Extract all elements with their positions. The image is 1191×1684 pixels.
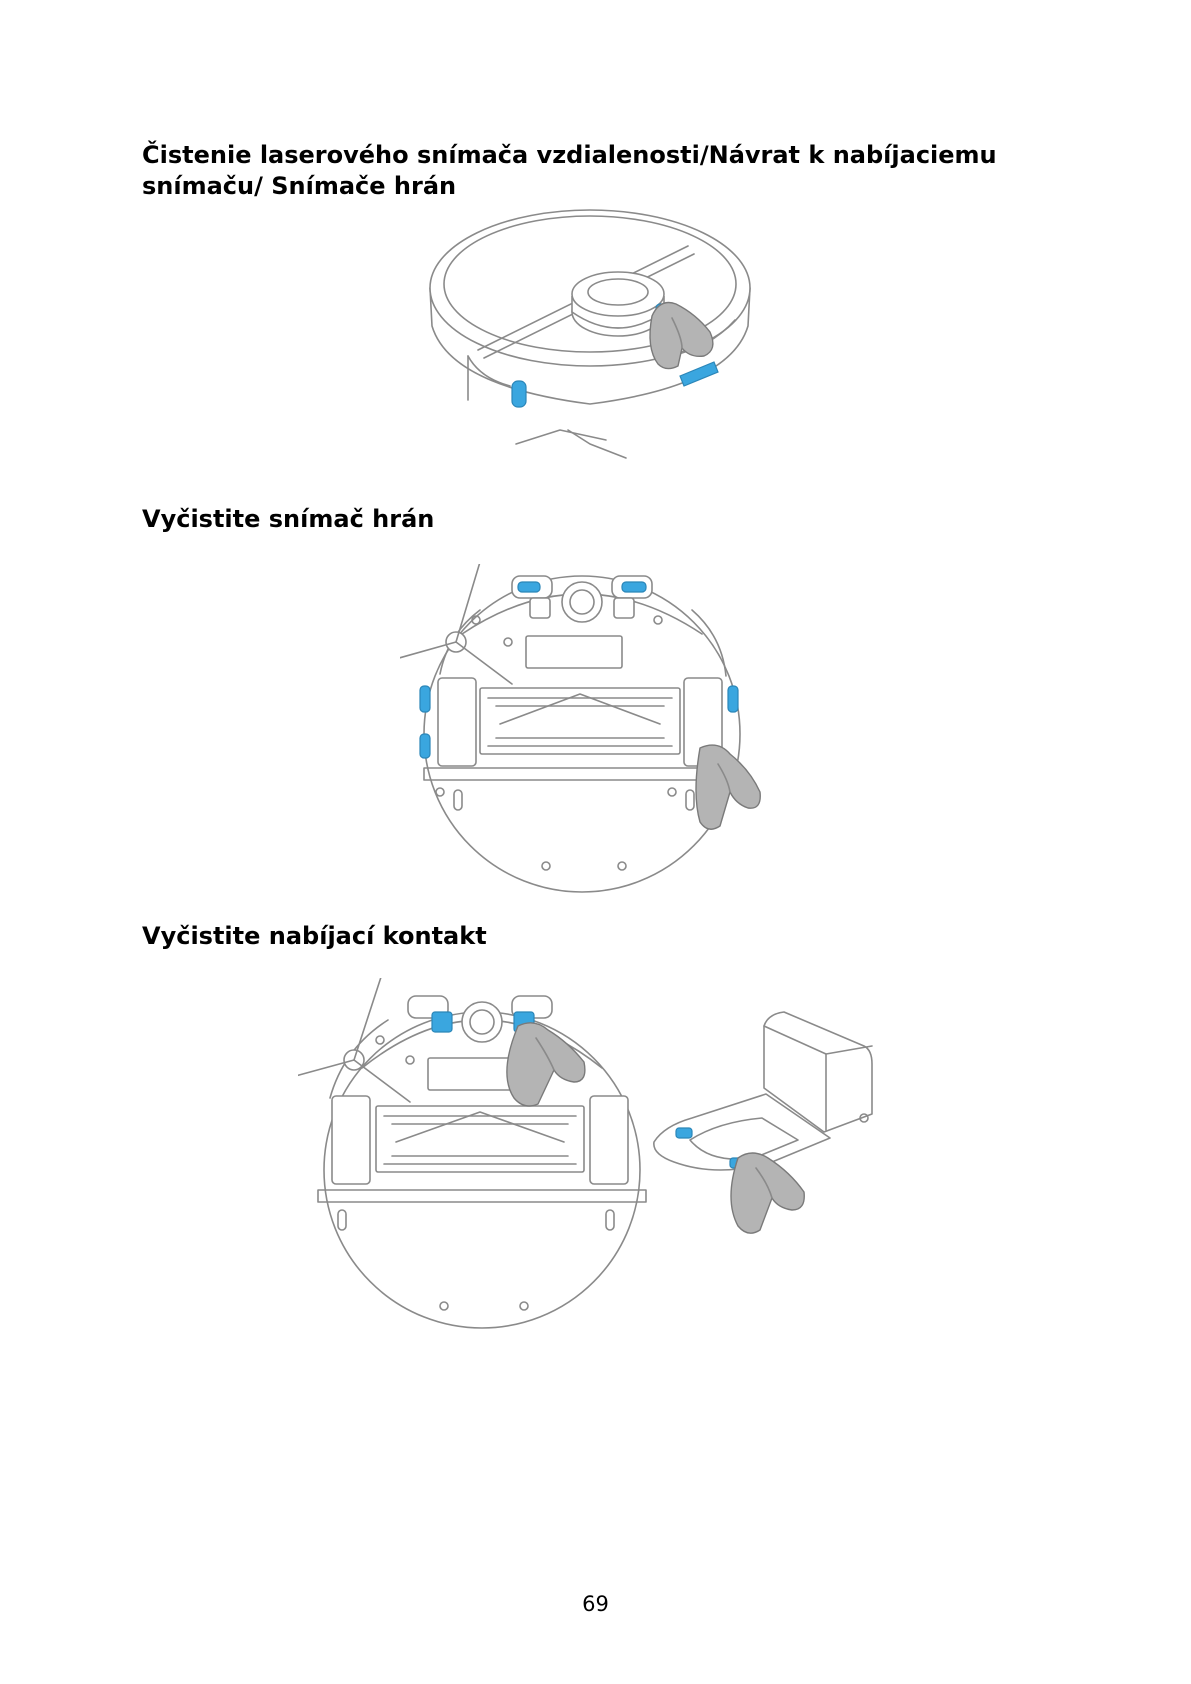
robot-top-illustration <box>420 208 760 470</box>
section-heading-charging-contact: Vyčistite nabíjací kontakt <box>142 921 487 952</box>
section-heading-edge-sensor: Vyčistite snímač hrán <box>142 504 434 535</box>
robot-bottom-edge-sensor-illustration <box>400 564 800 898</box>
section-heading-laser-sensor: Čistenie laserového snímača vzdialenosti… <box>142 140 1062 202</box>
page-number: 69 <box>0 1592 1191 1616</box>
charging-contact-illustration <box>298 978 906 1340</box>
